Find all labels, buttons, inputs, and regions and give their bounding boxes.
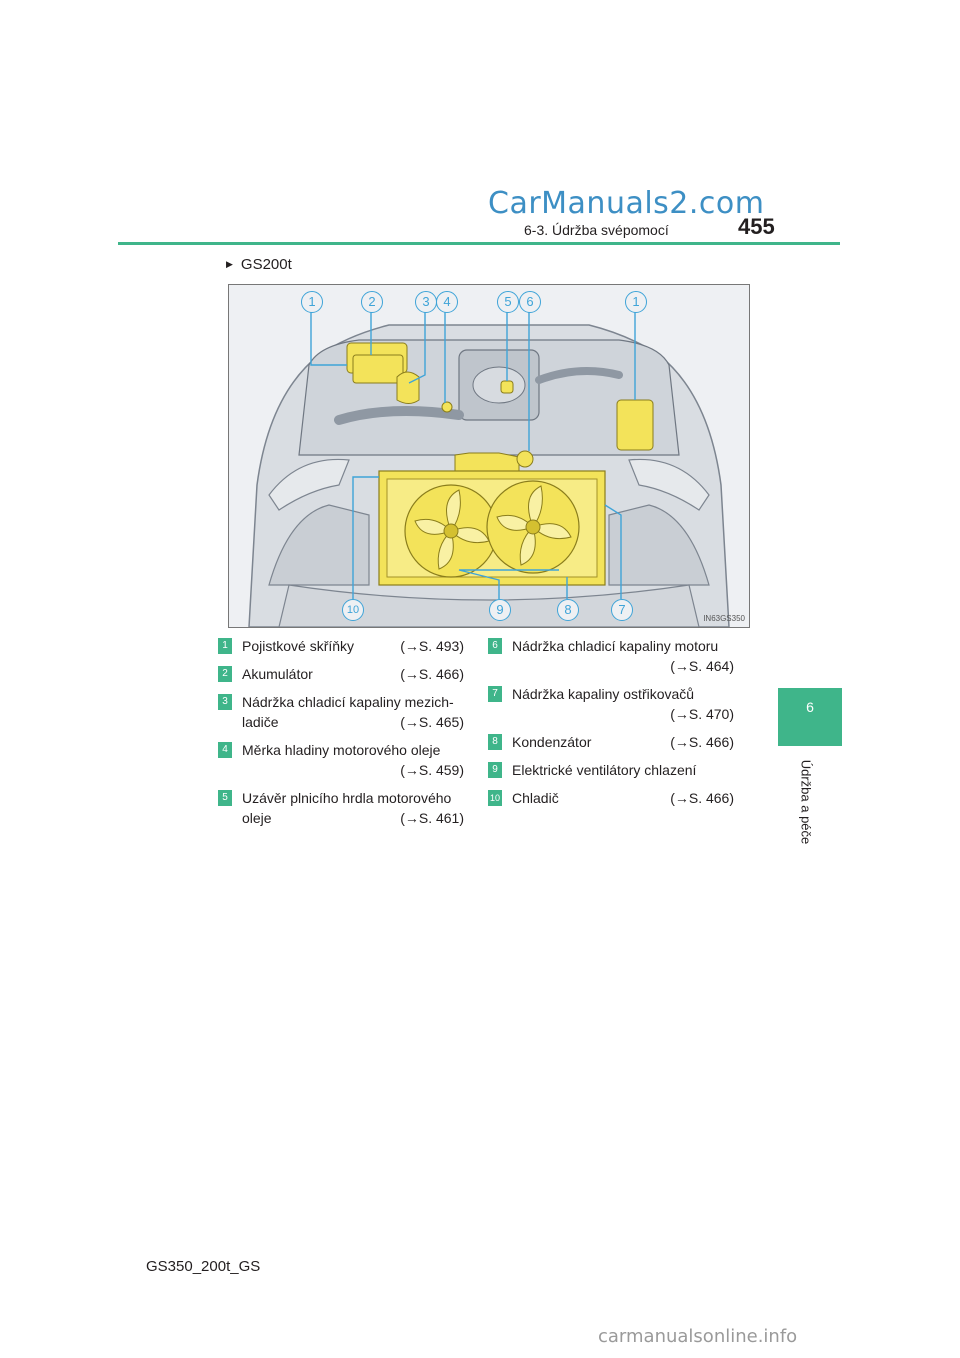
callout-2: 2 <box>361 291 383 313</box>
legend-item: 10 Chladič (→S. 466) <box>488 788 734 808</box>
callout-3: 3 <box>415 291 437 313</box>
page-ref[interactable]: (→S. 461) <box>400 810 464 826</box>
legend-item: 9 Elektrické ventilátory chlazení <box>488 760 734 780</box>
page-ref[interactable]: (→S. 464) <box>670 658 734 674</box>
legend-item: 4 Měrka hladiny motorového oleje (→S. 45… <box>218 740 464 780</box>
legend-text: Elektrické ventilátory chlazení <box>512 762 697 778</box>
header-rule <box>118 242 840 245</box>
legend-text: Kondenzátor <box>512 734 592 750</box>
chapter-number: 6 <box>806 699 814 715</box>
legend-badge: 10 <box>488 790 502 806</box>
legend-text: ladiče <box>242 714 279 730</box>
page-ref[interactable]: (→S. 466) <box>670 734 734 750</box>
document-footer: GS350_200t_GS <box>146 1258 261 1275</box>
page-number: 455 <box>738 214 775 239</box>
engine-compartment-figure: 1 2 3 4 5 6 1 10 9 8 7 IN63GS350 <box>228 284 750 628</box>
callout-10: 10 <box>342 599 364 621</box>
legend-text: Nádržka kapaliny ostřikovačů <box>512 686 695 702</box>
variant-heading-text: GS200t <box>240 256 292 273</box>
legend-text: Nádržka chladicí kapaliny motoru <box>512 638 719 654</box>
chapter-title-text: Údržba a péče <box>798 759 814 845</box>
carmanualsonline-watermark: carmanualsonline.info <box>598 1326 798 1347</box>
chapter-title: Údržba a péče <box>796 752 816 852</box>
legend-badge: 2 <box>218 666 232 682</box>
legend-item: 2 Akumulátor (→S. 466) <box>218 664 464 684</box>
page-ref[interactable]: (→S. 466) <box>400 666 464 682</box>
legend-badge: 8 <box>488 734 502 750</box>
callout-4: 4 <box>436 291 458 313</box>
callout-6: 6 <box>519 291 541 313</box>
page-ref[interactable]: (→S. 465) <box>400 714 464 730</box>
callout-5: 5 <box>497 291 519 313</box>
legend-badge: 6 <box>488 638 502 654</box>
page-ref[interactable]: (→S. 466) <box>670 790 734 806</box>
callout-9: 9 <box>489 599 511 621</box>
page-ref[interactable]: (→S. 493) <box>400 638 464 654</box>
legend-item: 8 Kondenzátor (→S. 466) <box>488 732 734 752</box>
variant-heading: ▶ GS200t <box>226 256 292 273</box>
callout-7: 7 <box>611 599 633 621</box>
legend-item: 3 Nádržka chladicí kapaliny mezich- ladi… <box>218 692 464 732</box>
legend-text: Pojistkové skříňky <box>242 638 355 654</box>
legend-badge: 5 <box>218 790 232 806</box>
legend-badge: 1 <box>218 638 232 654</box>
figure-code: IN63GS350 <box>703 614 745 623</box>
legend-item: 6 Nádržka chladicí kapaliny motoru (→S. … <box>488 636 734 676</box>
chapter-tab[interactable]: 6 <box>778 688 842 746</box>
page-ref[interactable]: (→S. 459) <box>400 762 464 778</box>
page-ref[interactable]: (→S. 470) <box>670 706 734 722</box>
legend-item: 7 Nádržka kapaliny ostřikovačů (→S. 470) <box>488 684 734 724</box>
callout-8: 8 <box>557 599 579 621</box>
legend-right-column: 6 Nádržka chladicí kapaliny motoru (→S. … <box>488 636 734 816</box>
section-title: 6-3. Údržba svépomocí <box>524 222 669 238</box>
legend-item: 1 Pojistkové skříňky (→S. 493) <box>218 636 464 656</box>
legend-text: Uzávěr plnicího hrdla motorového <box>242 790 452 806</box>
legend-text: Nádržka chladicí kapaliny mezich- <box>242 694 454 710</box>
legend-item: 5 Uzávěr plnicího hrdla motorového oleje… <box>218 788 464 828</box>
legend-text: Akumulátor <box>242 666 313 682</box>
callout-1-left: 1 <box>301 291 323 313</box>
triangle-bullet-icon: ▶ <box>226 259 233 269</box>
legend-badge: 9 <box>488 762 502 778</box>
carmanuals-watermark: CarManuals2.com <box>488 186 765 221</box>
legend-left-column: 1 Pojistkové skříňky (→S. 493) 2 Akumulát… <box>218 636 464 836</box>
engine-illustration <box>229 285 749 627</box>
legend-badge: 7 <box>488 686 502 702</box>
legend-badge: 4 <box>218 742 232 758</box>
legend-text: oleje <box>242 810 272 826</box>
legend-badge: 3 <box>218 694 232 710</box>
legend-text: Měrka hladiny motorového oleje <box>242 742 441 758</box>
legend-text: Chladič <box>512 790 559 806</box>
callout-1-right: 1 <box>625 291 647 313</box>
